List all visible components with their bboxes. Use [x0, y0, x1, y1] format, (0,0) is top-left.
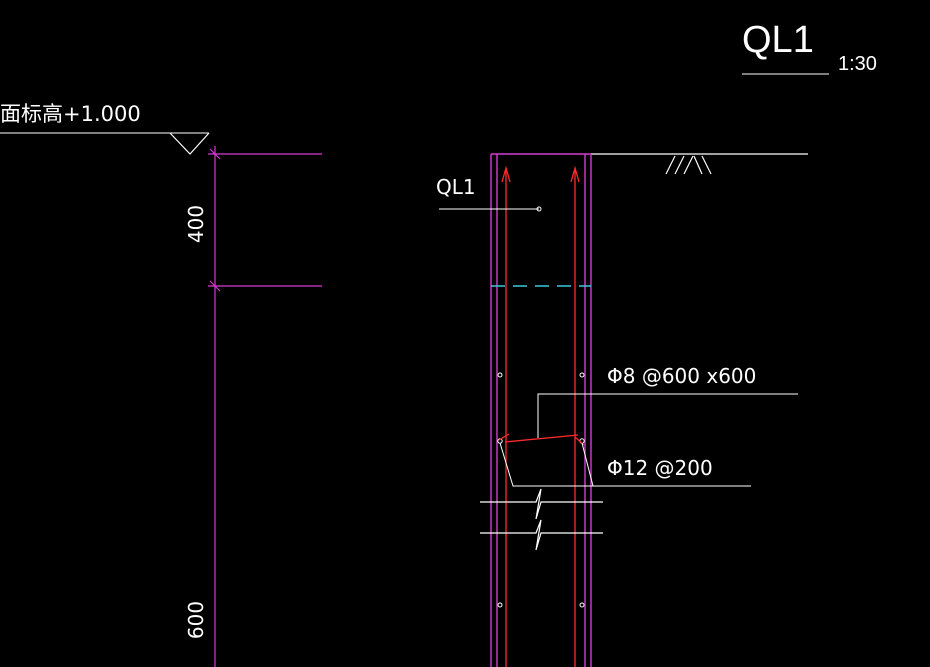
- rebar-dot: [579, 602, 585, 608]
- break-line-lower: [480, 519, 603, 551]
- rebar-right-hook: [570, 165, 580, 183]
- hatch-stroke: [674, 155, 685, 175]
- rebar-leader-left: [499, 442, 751, 487]
- dimension-upper-value: 400: [184, 205, 208, 243]
- hatch-stroke: [665, 155, 676, 175]
- title-block: QL1 1:30: [742, 19, 877, 75]
- vertical-rebars: [501, 165, 580, 667]
- stirrup-label: Φ8 @600 x600: [607, 364, 756, 388]
- rebar-callout: [499, 442, 751, 487]
- soil-hatch-icon: [665, 155, 712, 175]
- stirrup-callout: Φ8 @600 x600: [537, 364, 798, 438]
- elevation-marker: 面标高+1.000: [0, 102, 210, 155]
- wall-section: [490, 153, 592, 667]
- rebar-label: Φ12 @200: [607, 456, 713, 480]
- break-line-icon: [480, 488, 603, 551]
- stirrup-leader: [537, 393, 798, 438]
- title-scale: 1:30: [838, 53, 877, 75]
- hatch-stroke: [683, 155, 694, 175]
- title-text: QL1: [742, 19, 814, 61]
- rebar-leader-right: [581, 442, 594, 487]
- hatch-stroke: [693, 155, 703, 175]
- hatch-stroke: [701, 155, 712, 175]
- tie-bar-line: [504, 434, 579, 443]
- rebar-dot: [579, 372, 585, 378]
- ground-line: [591, 153, 808, 175]
- rebar-left-hook: [501, 165, 511, 183]
- dimension-line: [208, 146, 322, 667]
- rebar-dot: [497, 372, 503, 378]
- beam-tag: QL1: [436, 175, 542, 212]
- beam-tag-text: QL1: [436, 175, 476, 199]
- dimension-lower-value: 600: [184, 601, 208, 639]
- beam-tag-dot: [536, 206, 542, 212]
- elevation-label: 面标高+1.000: [0, 102, 141, 126]
- dimension-tick-top: [209, 148, 221, 160]
- tie-bar-hook-left: [498, 433, 510, 441]
- dimension-tick-mid: [209, 280, 221, 292]
- break-line-upper: [480, 488, 603, 520]
- elevation-triangle-icon: [169, 132, 210, 155]
- rebar-dot: [497, 602, 503, 608]
